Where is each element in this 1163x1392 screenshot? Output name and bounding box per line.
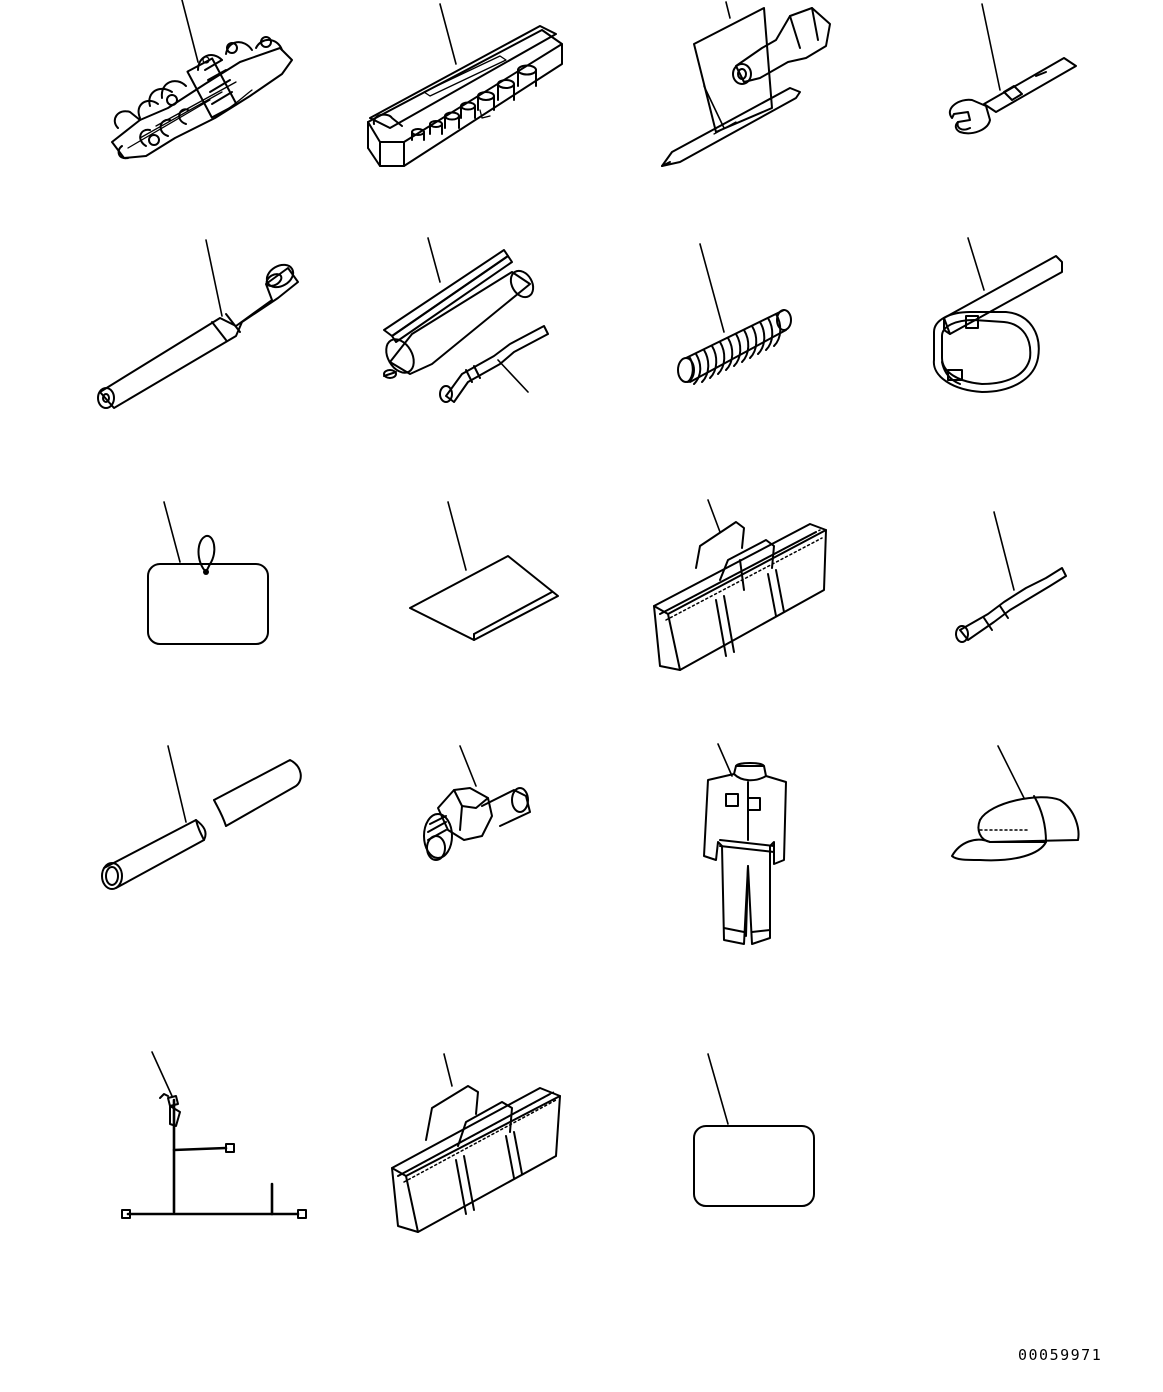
pipe-extension-icon xyxy=(101,745,302,890)
open-end-wrench-icon xyxy=(949,3,1077,135)
wiring-harness-icon xyxy=(121,1051,307,1219)
socket-set-case-icon xyxy=(367,3,563,167)
manual-sheet-icon xyxy=(409,501,559,641)
hose-adapter-icon xyxy=(423,745,531,861)
tool-bag-icon-2 xyxy=(391,1053,561,1233)
grease-gun-icon xyxy=(383,237,549,403)
screwdriver-icon xyxy=(661,1,831,167)
tool-bag-icon xyxy=(653,499,827,671)
socket-wrench-bar-icon xyxy=(97,239,299,409)
drawing-number: 00059971 xyxy=(1018,1346,1103,1364)
wrench-set-icon xyxy=(111,0,293,160)
coil-spring-icon xyxy=(677,243,792,385)
coverall-icon xyxy=(703,743,787,945)
filter-wrench-icon xyxy=(932,237,1063,393)
cap-icon xyxy=(951,745,1080,862)
plate-icon xyxy=(693,1053,815,1207)
tag-plate-icon xyxy=(147,501,269,645)
grease-nozzle-icon xyxy=(955,511,1067,643)
